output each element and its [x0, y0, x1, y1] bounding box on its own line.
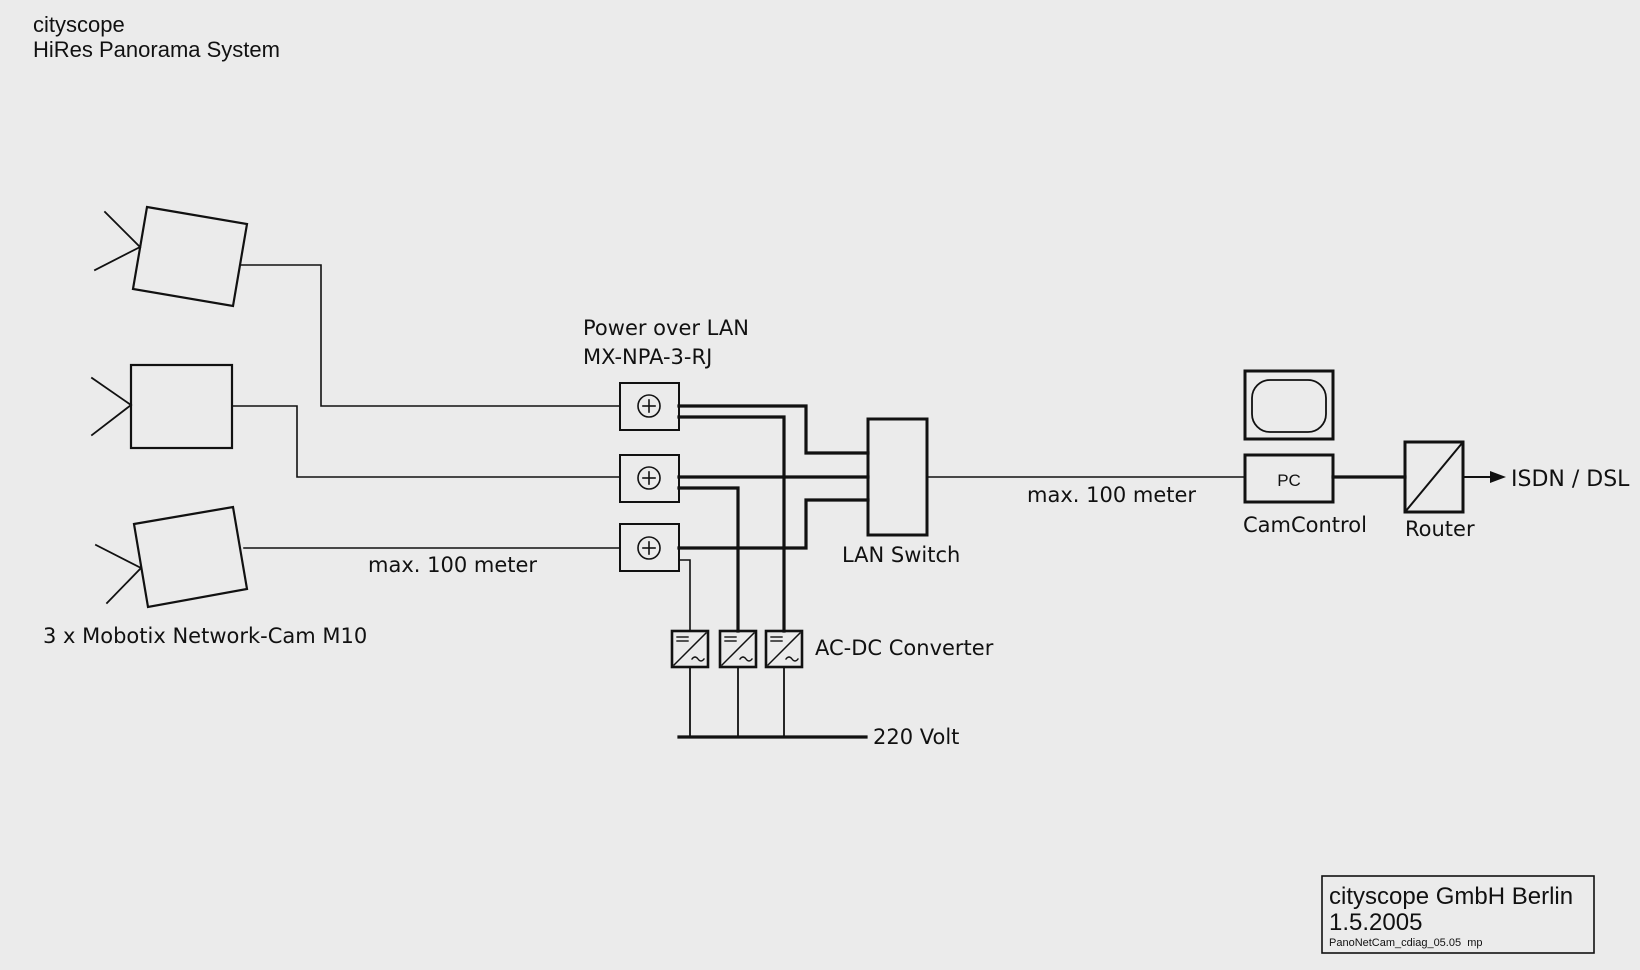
lan-switch: [866, 417, 929, 537]
camera-3-lens: [94, 543, 143, 605]
switch-label: LAN Switch: [842, 543, 960, 567]
router: [1403, 440, 1465, 514]
isdn-label: ISDN / DSL: [1511, 467, 1630, 492]
camera-1: [93, 205, 249, 308]
camera-3: [94, 505, 249, 609]
arrow-right-icon: [1490, 471, 1506, 483]
footer-file: PanoNetCam_cdiag_05.05 mp: [1329, 937, 1482, 949]
camera-2-lens: [90, 376, 133, 437]
data-line-1: [677, 404, 870, 455]
power-title-label: Power over LAN: [583, 316, 749, 340]
power-line-2: [677, 486, 740, 633]
camera-1-body: [131, 205, 249, 308]
converter-label: AC-DC Converter: [815, 636, 994, 660]
cable-cam-label: max. 100 meter: [368, 553, 537, 577]
cameras-label: 3 x Mobotix Network-Cam M10: [43, 624, 367, 648]
camera-1-lens: [93, 210, 142, 272]
poe-injector-2: [619, 454, 680, 503]
header-title: cityscope: [33, 12, 125, 37]
poe-injector-1: [619, 382, 680, 431]
ac-dc-converter-3: [764, 629, 804, 669]
cable-camera-1: [239, 264, 621, 407]
cable-pc-label: max. 100 meter: [1027, 483, 1196, 507]
mains-label: 220 Volt: [873, 725, 959, 749]
router-label: Router: [1405, 517, 1475, 541]
cable-camera-2: [231, 405, 621, 478]
header-subtitle: HiRes Panorama System: [33, 37, 280, 62]
monitor: [1243, 369, 1335, 441]
camera-2-body: [129, 363, 234, 450]
pc-label: CamControl: [1243, 513, 1367, 537]
power-line-1: [677, 415, 786, 633]
monitor-screen: [1251, 379, 1327, 433]
power-line-3: [678, 559, 691, 632]
camera-3-body: [132, 505, 249, 609]
ac-dc-converter-2: [718, 629, 758, 669]
ac-dc-converter-1: [670, 629, 710, 669]
footer-company: cityscope GmbH Berlin: [1329, 883, 1573, 910]
footer-date: 1.5.2005: [1329, 909, 1422, 936]
poe-injector-3: [619, 523, 680, 572]
camera-2: [90, 363, 234, 450]
data-line-3: [677, 498, 870, 550]
power-model-label: MX-NPA-3-RJ: [583, 345, 712, 369]
pc-text: PC: [1277, 471, 1301, 490]
title-block: cityscope GmbH Berlin 1.5.2005 PanoNetCa…: [1321, 875, 1595, 954]
